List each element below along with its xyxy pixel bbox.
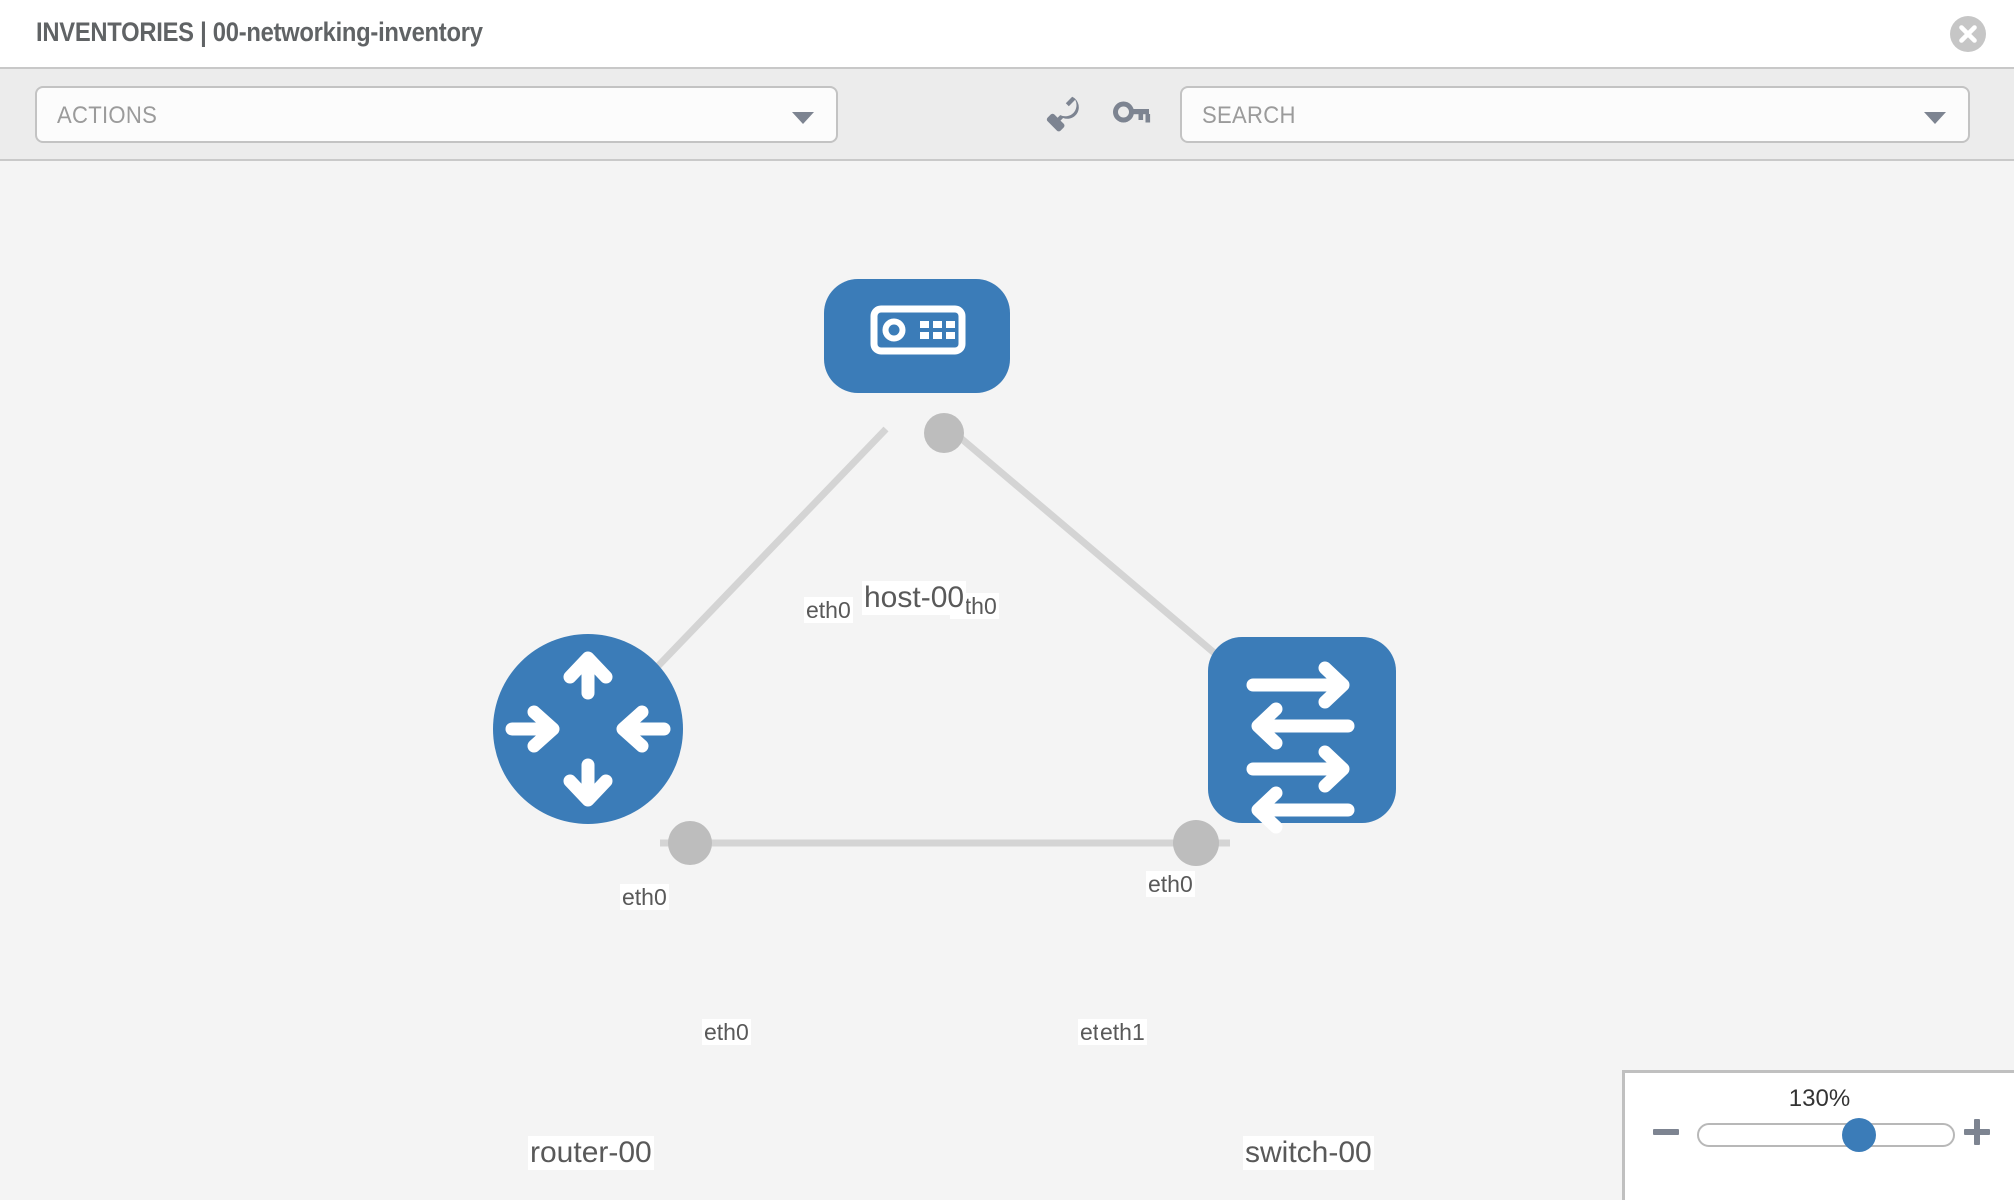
server-icon <box>870 305 966 355</box>
connector-layer <box>668 413 1258 866</box>
edge-label-host00-router00-port: eth0 <box>804 597 853 624</box>
node-host-00 <box>824 279 1010 393</box>
zoom-slider-track[interactable] <box>1697 1118 1955 1152</box>
chevron-down-icon[interactable] <box>1924 112 1946 124</box>
zoom-slider-thumb[interactable] <box>1841 1118 1876 1152</box>
host-00-body <box>824 279 1010 393</box>
zoom-control-panel: 130% <box>1622 1070 2014 1200</box>
edge-label-router00-switch00-port: eth0 <box>702 1019 751 1046</box>
edge-label-switch00-host00-port: eth0 <box>1146 871 1195 898</box>
node-label-switch-00: switch-00 <box>1243 1136 1374 1170</box>
search-placeholder: SEARCH <box>1202 102 1296 129</box>
switch-arrows-icon <box>1246 661 1355 834</box>
node-label-host-00: host-00 <box>862 581 967 615</box>
edge-layer <box>633 426 1248 847</box>
node-switch-00 <box>1208 637 1396 834</box>
key-icon[interactable] <box>1107 91 1153 137</box>
edge-host00-router00 <box>633 426 889 692</box>
connector-switch00-router00 <box>1173 820 1219 866</box>
topology-graph <box>493 279 1396 866</box>
zoom-percent-label: 130% <box>1788 1085 1851 1112</box>
plus-icon[interactable] <box>1962 1117 1992 1147</box>
router-arrows-icon <box>505 651 671 807</box>
page-title: INVENTORIES | 00-networking-inventory <box>36 17 483 47</box>
toolbar: ACTIONS SEARCH <box>0 69 2014 161</box>
actions-dropdown[interactable]: ACTIONS <box>35 86 838 143</box>
router-00-body <box>493 634 683 824</box>
search-input[interactable]: SEARCH <box>1180 86 1970 143</box>
minus-icon[interactable] <box>1651 1117 1681 1147</box>
node-router-00 <box>493 634 683 824</box>
actions-dropdown-label: ACTIONS <box>57 102 158 129</box>
connector-router00-switch00-left <box>668 821 712 865</box>
wrench-icon[interactable] <box>1040 91 1086 137</box>
page-header: INVENTORIES | 00-networking-inventory <box>0 0 2014 69</box>
connector-host00-switch00 <box>924 413 964 453</box>
edge-label-switch00-router00-port: eth1 <box>1098 1019 1147 1046</box>
node-label-router-00: router-00 <box>528 1136 654 1170</box>
edge-host00-switch00 <box>947 426 1248 682</box>
edge-label-router00-host00-port: eth0 <box>620 884 669 911</box>
chevron-down-icon <box>792 112 814 124</box>
topology-canvas[interactable]: eth0 eth0 eth0 eth0 eth0 eth eth1 host-0… <box>0 161 2014 1200</box>
close-icon[interactable] <box>1949 15 1987 53</box>
